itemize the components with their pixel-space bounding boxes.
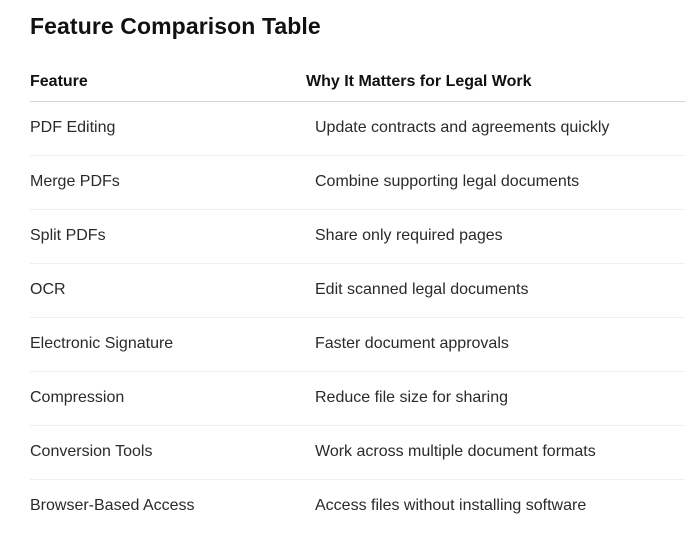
feature-cell: Split PDFs xyxy=(30,227,106,244)
reason-cell: Share only required pages xyxy=(315,227,503,244)
reason-cell: Access files without installing software xyxy=(315,497,587,514)
feature-cell: Conversion Tools xyxy=(30,443,153,460)
reason-cell: Edit scanned legal documents xyxy=(315,281,529,298)
feature-cell: Compression xyxy=(30,389,125,406)
reason-cell: Update contracts and agreements quickly xyxy=(315,119,610,136)
feature-cell: OCR xyxy=(30,281,66,298)
reason-cell: Work across multiple document formats xyxy=(315,443,596,460)
header-why-it-matters: Why It Matters for Legal Work xyxy=(306,73,532,90)
feature-cell: Electronic Signature xyxy=(30,335,174,352)
table-row: PDF Editing Update contracts and agreeme… xyxy=(30,102,685,156)
table-header-row: Feature Why It Matters for Legal Work xyxy=(30,64,685,102)
header-feature: Feature xyxy=(30,73,88,90)
reason-cell: Faster document approvals xyxy=(315,335,509,352)
table-row: Conversion Tools Work across multiple do… xyxy=(30,426,685,480)
table-row: Electronic Signature Faster document app… xyxy=(30,318,685,372)
reason-cell: Combine supporting legal documents xyxy=(315,173,580,190)
table-row: Split PDFs Share only required pages xyxy=(30,210,685,264)
table-row: OCR Edit scanned legal documents xyxy=(30,264,685,318)
table-row: Browser-Based Access Access files withou… xyxy=(30,480,685,534)
table-row: Compression Reduce file size for sharing xyxy=(30,372,685,426)
table-row: Merge PDFs Combine supporting legal docu… xyxy=(30,156,685,210)
page-title: Feature Comparison Table xyxy=(30,13,321,39)
feature-cell: Merge PDFs xyxy=(30,173,120,190)
feature-cell: PDF Editing xyxy=(30,119,116,136)
reason-cell: Reduce file size for sharing xyxy=(315,389,508,406)
feature-comparison-table: Feature Why It Matters for Legal Work PD… xyxy=(30,64,685,534)
feature-cell: Browser-Based Access xyxy=(30,497,195,514)
